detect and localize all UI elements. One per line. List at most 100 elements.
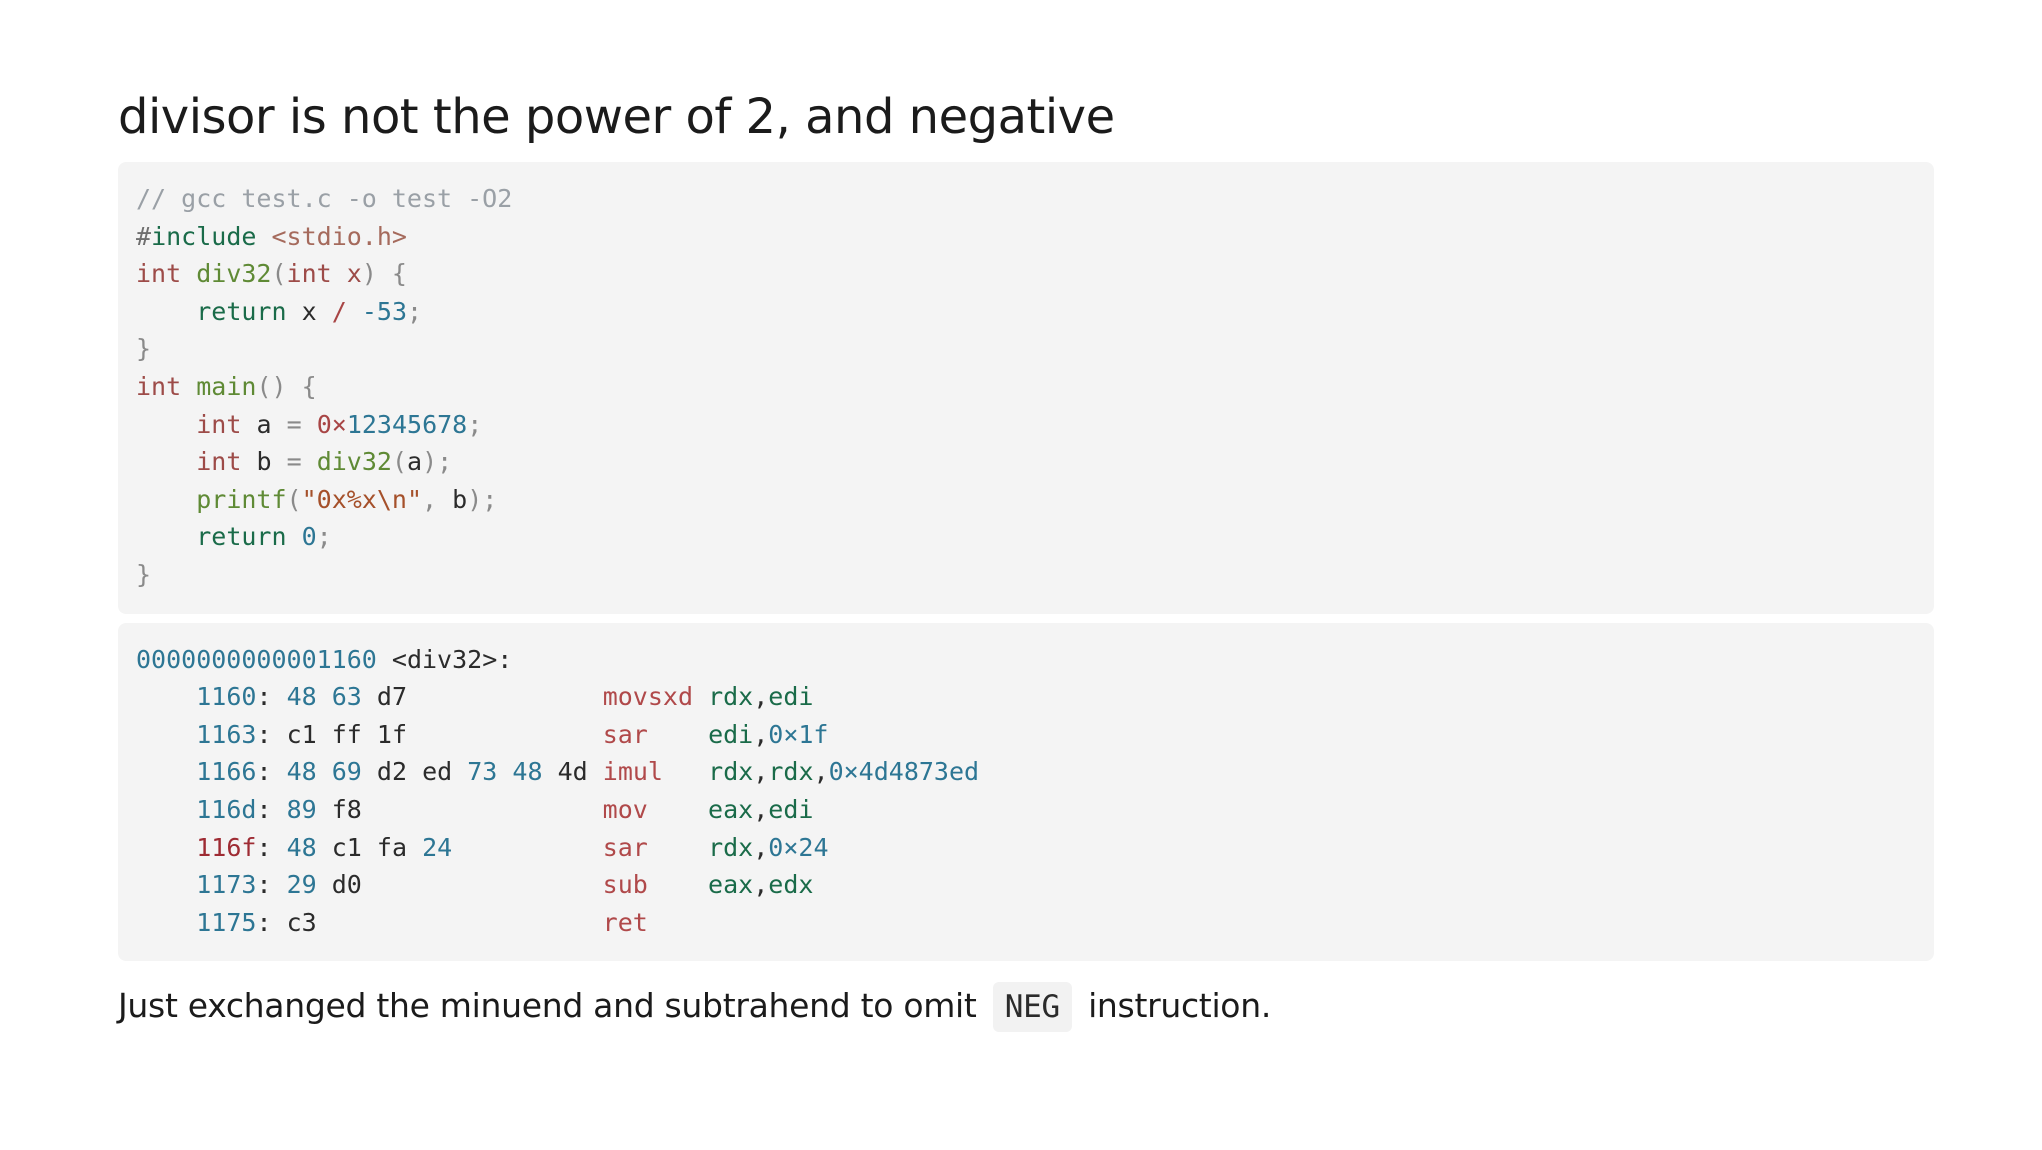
instruction-byte: 73 <box>467 757 498 787</box>
instruction-byte: 48 <box>512 757 543 787</box>
instruction-mnemonic: sub <box>602 870 648 900</box>
instruction-mnemonic: mov <box>602 794 648 824</box>
instruction-address: 116d <box>196 794 257 824</box>
operand-comma: , <box>753 719 769 749</box>
type-keyword: int <box>196 447 242 477</box>
instruction-operand: 0×1f <box>768 719 829 749</box>
instruction-mnemonic: sar <box>602 719 648 749</box>
disassembly: 0000000000001160 <div32>: 1160: 48 63 d7… <box>136 641 1916 942</box>
include-file: <stdio.h> <box>271 221 407 251</box>
instruction-operand: edi <box>708 719 754 749</box>
instruction-operand: 0×4d4873ed <box>828 757 980 787</box>
instruction-byte: 24 <box>422 832 453 862</box>
punctuation: ( <box>271 259 287 289</box>
instruction-operand: edx <box>768 870 814 900</box>
instruction-byte: c3 <box>286 907 317 937</box>
address-colon: : <box>256 682 272 712</box>
instruction-mnemonic: movsxd <box>602 682 693 712</box>
instruction-operand: rdx <box>708 832 754 862</box>
variable: b <box>452 484 468 514</box>
punctuation: ; <box>407 296 423 326</box>
instruction-byte: 48 <box>286 682 317 712</box>
operand-comma: , <box>813 757 829 787</box>
param-name: x <box>346 259 362 289</box>
instruction-byte: 1f <box>376 719 408 749</box>
code-line-11: } <box>136 556 1916 594</box>
punctuation: , <box>422 484 438 514</box>
operand-comma: , <box>753 794 769 824</box>
operand-comma: , <box>753 870 769 900</box>
instruction-operand: eax <box>708 794 754 824</box>
code-comment: // gcc test.c -o test -O2 <box>136 184 513 213</box>
address-colon: : <box>256 757 272 787</box>
number-literal: 12345678 <box>346 409 468 439</box>
string-literal: "0x%x\n" <box>301 484 423 514</box>
address-colon: : <box>256 870 272 900</box>
disasm-row: 1173: 29 d0 sub eax,edx <box>136 866 1916 904</box>
instruction-byte: c1 <box>331 832 362 862</box>
function-name: div32 <box>196 259 272 289</box>
number-literal: -53 <box>361 296 407 326</box>
punctuation: ; <box>467 409 483 439</box>
operator: = <box>286 409 302 439</box>
footer-before: Just exchanged the minuend and subtrahen… <box>118 986 977 1026</box>
instruction-byte: f8 <box>331 794 362 824</box>
instruction-address: 1175 <box>196 907 257 937</box>
instruction-operand: rdx <box>768 757 814 787</box>
instruction-mnemonic: ret <box>602 907 648 937</box>
disasm-row: 1160: 48 63 d7 movsxd rdx,edi <box>136 678 1916 716</box>
number-prefix-x: × <box>331 409 347 439</box>
instruction-address: 1173 <box>196 870 257 900</box>
operand-comma: , <box>753 757 769 787</box>
punctuation: ); <box>467 484 498 514</box>
address-colon: : <box>256 719 272 749</box>
punctuation: ( <box>286 484 302 514</box>
instruction-byte: d7 <box>376 682 408 712</box>
punctuation: ) { <box>361 259 407 289</box>
operand-comma: , <box>753 832 769 862</box>
instruction-operand: eax <box>708 870 754 900</box>
instruction-byte: c1 <box>286 719 317 749</box>
operand-comma: , <box>753 682 769 712</box>
instruction-operand: 0×24 <box>768 832 829 862</box>
instruction-byte: 48 <box>286 757 317 787</box>
instruction-byte: ff <box>331 719 362 749</box>
instruction-byte: 48 <box>286 832 317 862</box>
instruction-operand: rdx <box>708 757 754 787</box>
disasm-row: 1163: c1 ff 1f sar edi,0×1f <box>136 716 1916 754</box>
disasm-row: 1166: 48 69 d2 ed 73 48 4d imul rdx,rdx,… <box>136 753 1916 791</box>
source-code-block: // gcc test.c -o test -O2#include <stdio… <box>118 162 1934 614</box>
include-keyword: include <box>151 221 257 251</box>
return-keyword: return <box>196 296 287 326</box>
page-title: divisor is not the power of 2, and negat… <box>118 89 1115 145</box>
instruction-operand: edi <box>768 794 814 824</box>
punctuation: ( <box>391 447 408 477</box>
instruction-address: 116f <box>196 832 257 862</box>
code-line-6: int main() { <box>136 368 1916 406</box>
code-line-4: return x / -53; <box>136 293 1916 331</box>
slide: divisor is not the power of 2, and negat… <box>118 80 1934 1033</box>
type-keyword: int <box>286 259 332 289</box>
address-colon: : <box>256 794 272 824</box>
disasm-header: 0000000000001160 <div32>: <box>136 641 1916 679</box>
inline-code-neg: NEG <box>992 982 1072 1033</box>
punctuation: } <box>136 559 152 589</box>
function-address: 0000000000001160 <box>136 644 377 674</box>
disasm-rows: 1160: 48 63 d7 movsxd rdx,edi 1163: c1 f… <box>136 678 1916 941</box>
source-code: // gcc test.c -o test -O2#include <stdio… <box>136 180 1916 594</box>
instruction-byte: 63 <box>331 682 362 712</box>
operator: / <box>331 296 347 326</box>
function-name: printf <box>196 484 287 514</box>
function-label: <div32>: <box>391 644 513 674</box>
code-line-9: printf("0x%x\n", b); <box>136 481 1916 519</box>
code-line-8: int b = div32(a); <box>136 443 1916 481</box>
type-keyword: int <box>136 371 182 401</box>
address-colon: : <box>256 832 272 862</box>
punctuation: () { <box>256 371 317 401</box>
variable: a <box>256 409 272 439</box>
instruction-address: 1163 <box>196 719 257 749</box>
instruction-byte: 89 <box>286 794 317 824</box>
disasm-row: 116f: 48 c1 fa 24 sar rdx,0×24 <box>136 829 1916 867</box>
code-line-5: } <box>136 330 1916 368</box>
instruction-byte: 4d <box>557 757 588 787</box>
